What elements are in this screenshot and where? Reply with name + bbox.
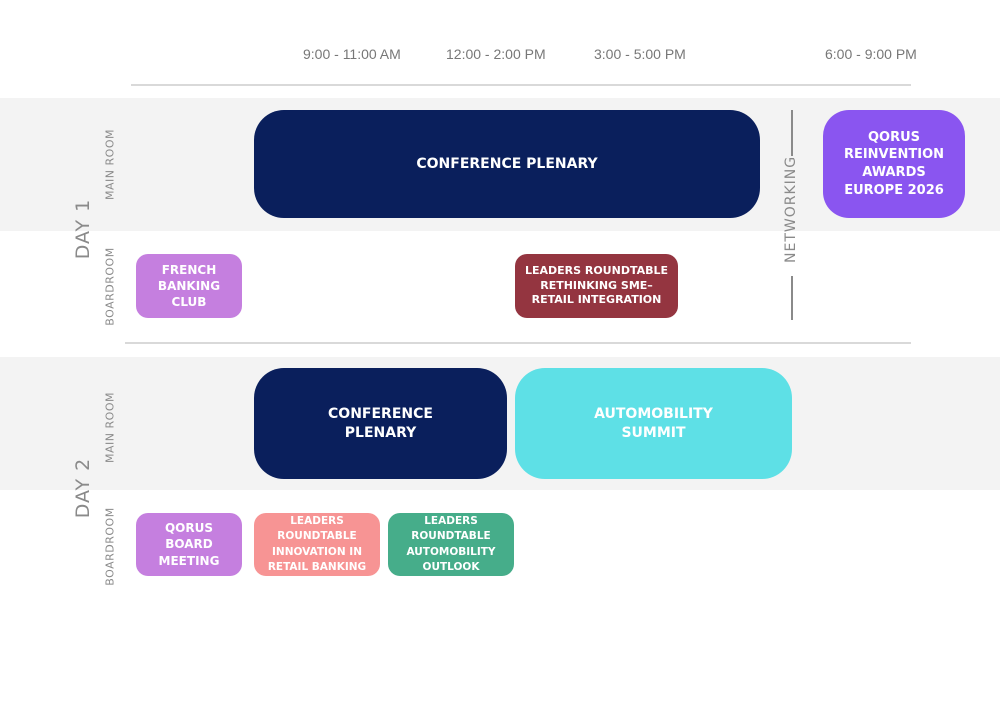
networking-line-bottom <box>791 276 793 320</box>
session-title: FRENCH BANKING CLUB <box>157 262 221 310</box>
day2-conference-plenary[interactable]: CONFERENCE PLENARY <box>254 368 507 479</box>
day1-sme-roundtable[interactable]: LEADERS ROUNDTABLE RETHINKING SME–RETAIL… <box>515 254 678 318</box>
session-title: QORUS REINVENTION AWARDS EUROPE 2026 <box>843 129 945 198</box>
day1-main-room-label: MAIN ROOM <box>103 129 117 200</box>
day2-qorus-board-meeting[interactable]: QORUS BOARD MEETING <box>136 513 242 576</box>
time-slot-afternoon: 3:00 - 5:00 PM <box>594 46 686 62</box>
session-title: AUTOMOBILITY SUMMIT <box>594 405 713 441</box>
day1-reinvention-awards[interactable]: QORUS REINVENTION AWARDS EUROPE 2026 <box>823 110 965 218</box>
time-slot-evening: 6:00 - 9:00 PM <box>825 46 917 62</box>
day2-boardroom-label: BOARDROOM <box>103 507 117 586</box>
day1-french-banking-club[interactable]: FRENCH BANKING CLUB <box>136 254 242 318</box>
day1-label: DAY 1 <box>72 198 94 260</box>
header-separator <box>131 84 911 86</box>
day1-boardroom-label: BOARDROOM <box>103 247 117 326</box>
session-title: CONFERENCE PLENARY <box>328 405 433 441</box>
day2-label: DAY 2 <box>72 457 94 519</box>
day2-innovation-roundtable[interactable]: LEADERS ROUNDTABLE INNOVATION IN RETAIL … <box>254 513 380 576</box>
networking-label: NETWORKING <box>783 155 799 263</box>
session-title: LEADERS ROUNDTABLE RETHINKING SME–RETAIL… <box>524 263 669 307</box>
day2-automobility-summit[interactable]: AUTOMOBILITY SUMMIT <box>515 368 792 479</box>
session-title: LEADERS ROUNDTABLE AUTOMOBILITY OUTLOOK <box>406 515 496 573</box>
day2-automobility-roundtable[interactable]: LEADERS ROUNDTABLE AUTOMOBILITY OUTLOOK <box>388 513 514 576</box>
networking-line-top <box>791 110 793 156</box>
time-slot-morning: 9:00 - 11:00 AM <box>303 46 401 62</box>
day2-main-room-label: MAIN ROOM <box>103 392 117 463</box>
day-separator <box>125 342 911 344</box>
session-title: CONFERENCE PLENARY <box>416 155 598 172</box>
session-title: QORUS BOARD MEETING <box>158 521 220 568</box>
time-slot-midday: 12:00 - 2:00 PM <box>446 46 546 62</box>
session-title: LEADERS ROUNDTABLE INNOVATION IN RETAIL … <box>267 515 367 573</box>
day1-conference-plenary[interactable]: CONFERENCE PLENARY <box>254 110 760 218</box>
